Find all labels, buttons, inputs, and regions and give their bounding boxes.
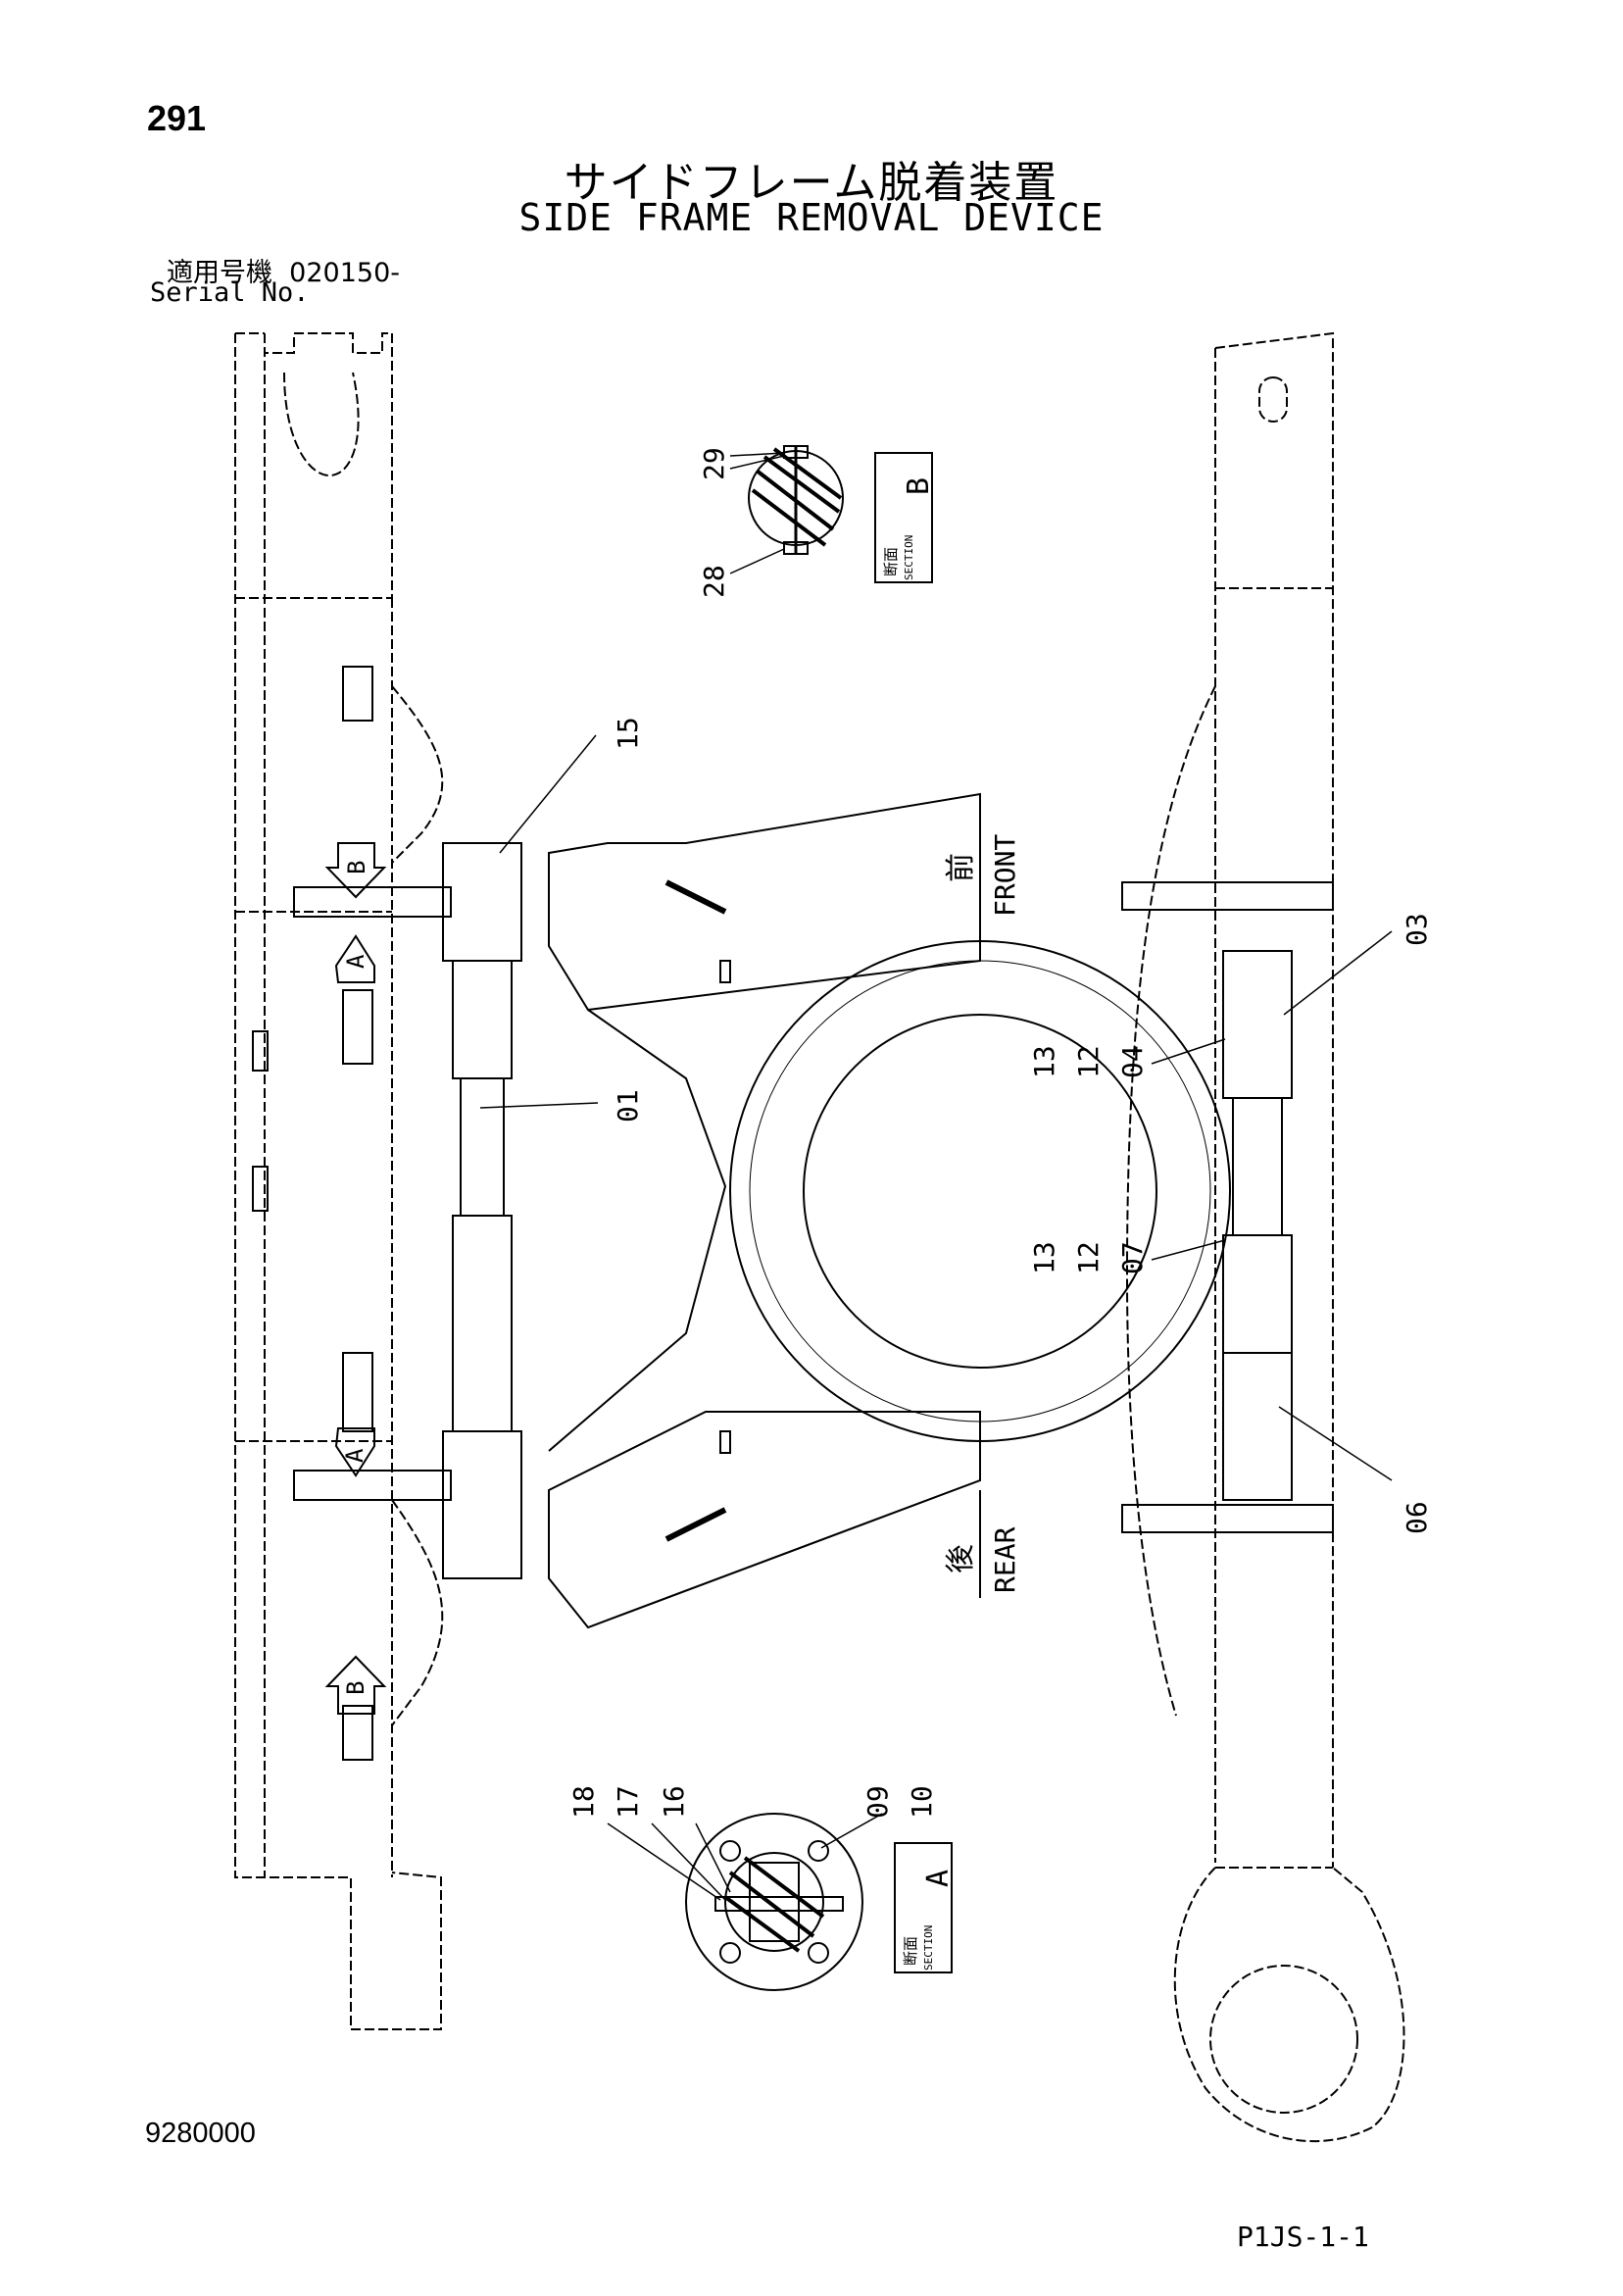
right-cylinder-assembly — [1121, 881, 1334, 1533]
callout-leaders-center — [479, 734, 599, 1109]
section-b-detail — [729, 445, 933, 583]
rear-en-label: REAR — [989, 1526, 1021, 1593]
section-a-letter: A — [921, 1870, 956, 1887]
callout-13-upper: 13 — [1028, 1045, 1060, 1078]
page-number: 291 — [147, 98, 207, 138]
callout-15: 15 — [612, 717, 644, 750]
section-a-marker-bottom: A — [341, 1448, 369, 1463]
title-english: SIDE FRAME REMOVAL DEVICE — [518, 196, 1105, 239]
serial-value: 020150- — [289, 258, 400, 288]
callout-03: 03 — [1401, 913, 1433, 946]
figure-id: P1JS-1-1 — [1237, 2221, 1369, 2253]
callout-18: 18 — [567, 1785, 600, 1819]
callout-10: 10 — [906, 1785, 938, 1819]
callout-12-upper: 12 — [1072, 1045, 1105, 1078]
callout-01: 01 — [612, 1089, 644, 1123]
callout-28: 28 — [698, 565, 730, 598]
callout-07: 07 — [1116, 1241, 1149, 1274]
callout-17: 17 — [612, 1785, 644, 1819]
section-b-label-jp: 断面 — [882, 547, 900, 576]
serial-label-jp: 適用号機 020150- — [167, 251, 400, 289]
center-frame — [548, 792, 1231, 1629]
section-b-marker-top: B — [343, 861, 370, 874]
serial-label-en: Serial No. — [150, 277, 310, 308]
section-a-label-en: SECTION — [922, 1925, 935, 1971]
callout-09: 09 — [861, 1785, 894, 1819]
title-japanese: サイドフレーム脱着装置 — [564, 158, 1059, 208]
right-side-frame — [1125, 331, 1405, 2143]
section-b-letter: B — [902, 477, 936, 495]
section-b-label-en: SECTION — [903, 535, 915, 580]
rear-jp-label: 後 — [944, 1544, 978, 1573]
callout-29: 29 — [698, 447, 730, 480]
section-b-marker-bottom: B — [342, 1681, 369, 1695]
section-a-marker-top: A — [342, 954, 369, 969]
callout-13-lower: 13 — [1028, 1241, 1060, 1274]
front-en-label: FRONT — [989, 834, 1021, 917]
front-jp-label: 前 — [944, 853, 978, 882]
mounting-pads-left — [252, 666, 373, 1761]
callout-04: 04 — [1116, 1045, 1149, 1078]
section-arrows — [324, 842, 387, 1715]
callout-16: 16 — [658, 1785, 690, 1819]
callout-12-lower: 12 — [1072, 1241, 1105, 1274]
callout-leaders-right — [1151, 930, 1393, 1481]
callout-06: 06 — [1401, 1501, 1433, 1534]
doc-number: 9280000 — [145, 2118, 256, 2149]
section-a-detail — [607, 1813, 953, 1991]
frame-cylinder-assembly — [293, 842, 522, 1579]
left-side-frame — [234, 332, 444, 2030]
serial-label-jp-text: 適用号機 — [167, 258, 272, 288]
section-a-label-jp: 断面 — [902, 1936, 919, 1966]
